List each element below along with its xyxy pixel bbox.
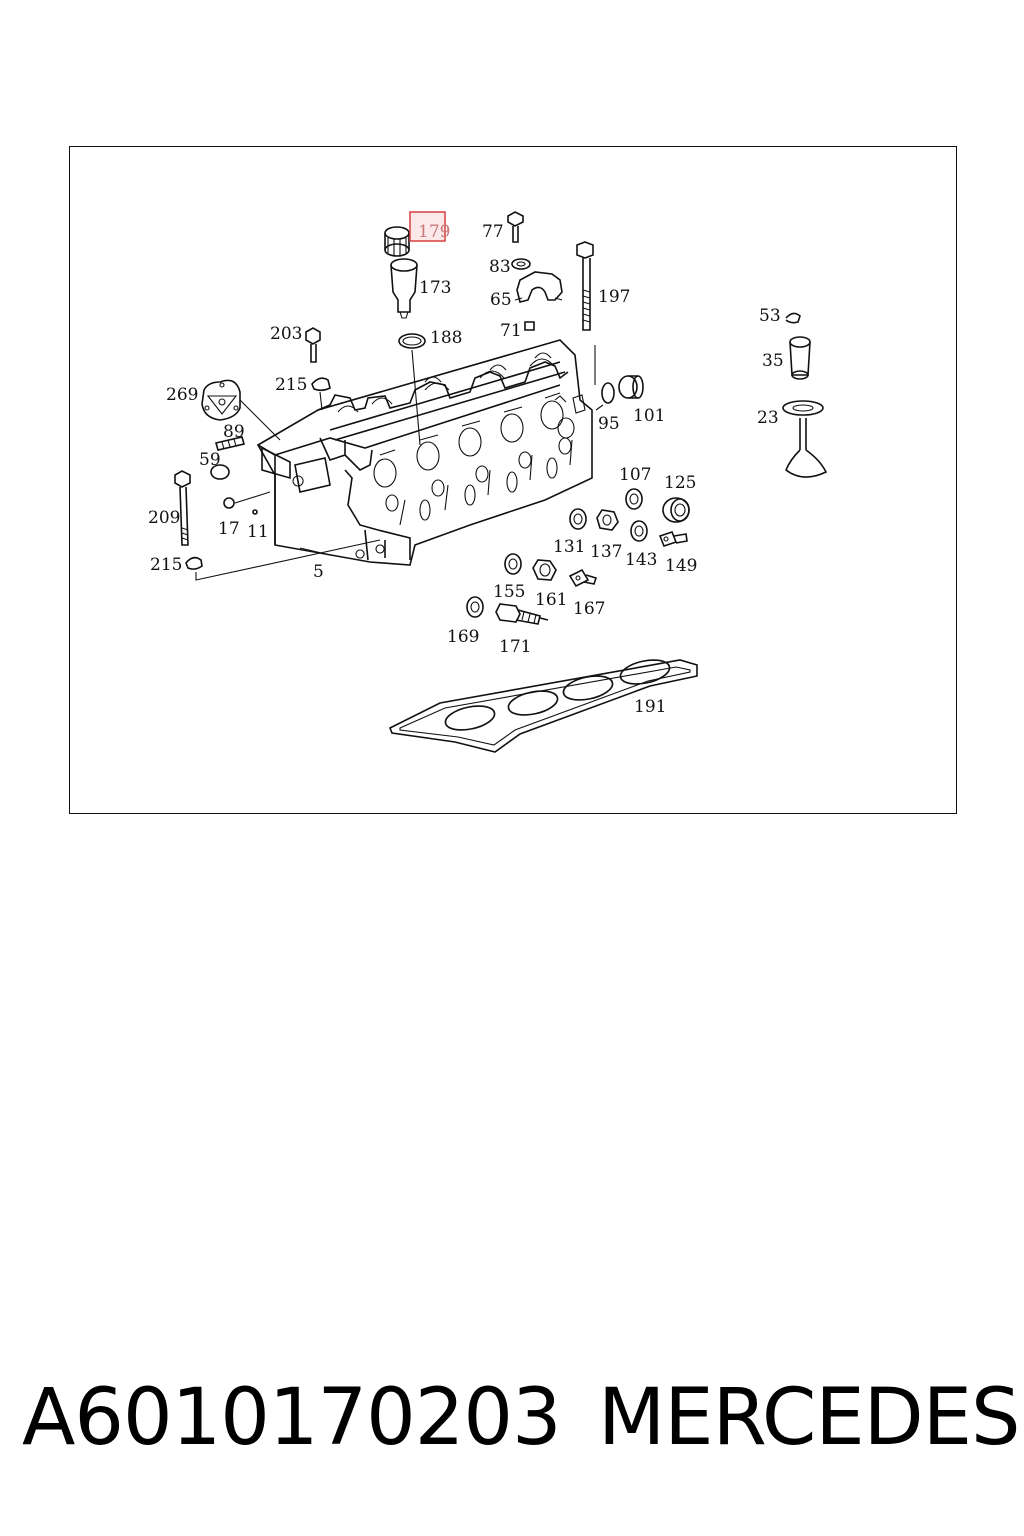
callout-77[interactable]: 77 bbox=[482, 222, 504, 242]
cylinder-head-drawing bbox=[256, 339, 593, 566]
callout-188[interactable]: 188 bbox=[430, 328, 462, 348]
callout-197[interactable]: 197 bbox=[598, 287, 630, 307]
part-155-icon bbox=[504, 553, 522, 575]
highlight-box-179[interactable] bbox=[409, 211, 446, 242]
callout-215-lower[interactable]: 215 bbox=[150, 555, 182, 575]
part-215-lower-icon bbox=[185, 556, 203, 570]
part-number-text: A6010170203 bbox=[22, 1373, 562, 1463]
part-191-head-gasket-icon bbox=[388, 659, 698, 753]
part-188-icon bbox=[398, 333, 426, 349]
callout-173[interactable]: 173 bbox=[419, 278, 451, 298]
callout-107[interactable]: 107 bbox=[619, 465, 651, 485]
part-161-icon bbox=[532, 559, 557, 581]
part-101-icon bbox=[618, 375, 644, 399]
part-203-icon bbox=[305, 327, 321, 363]
part-17-icon bbox=[223, 497, 235, 509]
callout-191[interactable]: 191 bbox=[634, 697, 666, 717]
callout-59[interactable]: 59 bbox=[199, 450, 221, 470]
callout-95[interactable]: 95 bbox=[598, 414, 620, 434]
part-23-icon bbox=[782, 400, 828, 478]
part-71-icon bbox=[524, 321, 535, 331]
small-parts bbox=[174, 211, 828, 753]
callout-131[interactable]: 131 bbox=[553, 537, 585, 557]
callout-137[interactable]: 137 bbox=[590, 542, 622, 562]
part-197-icon bbox=[576, 241, 596, 385]
callout-89[interactable]: 89 bbox=[223, 422, 245, 442]
callout-labels: 179 77 83 173 65 197 71 203 188 53 35 26… bbox=[148, 222, 784, 717]
part-171-icon bbox=[495, 603, 549, 625]
part-89-icon bbox=[214, 436, 246, 451]
part-95-icon bbox=[601, 382, 615, 404]
callout-11[interactable]: 11 bbox=[247, 522, 269, 542]
part-173-icon bbox=[390, 258, 418, 319]
parts-diagram-frame bbox=[69, 146, 957, 814]
part-59-icon bbox=[210, 464, 230, 480]
part-215-upper-icon bbox=[311, 377, 331, 392]
part-179-icon bbox=[384, 226, 410, 257]
callout-167[interactable]: 167 bbox=[573, 599, 605, 619]
callout-215-upper[interactable]: 215 bbox=[275, 375, 307, 395]
callout-155[interactable]: 155 bbox=[493, 582, 525, 602]
callout-203[interactable]: 203 bbox=[270, 324, 302, 344]
part-83-icon bbox=[511, 258, 531, 270]
part-269-icon bbox=[201, 379, 281, 441]
part-137-icon bbox=[596, 509, 619, 531]
callout-71[interactable]: 71 bbox=[500, 321, 522, 341]
part-53-icon bbox=[785, 312, 801, 324]
callout-143[interactable]: 143 bbox=[625, 550, 657, 570]
callout-17[interactable]: 17 bbox=[218, 519, 240, 539]
part-167-icon bbox=[568, 568, 598, 588]
callout-35[interactable]: 35 bbox=[762, 351, 784, 371]
part-35-icon bbox=[789, 336, 811, 380]
part-11-icon bbox=[252, 509, 258, 515]
part-149-icon bbox=[658, 531, 688, 547]
part-131-icon bbox=[569, 508, 587, 530]
callout-209[interactable]: 209 bbox=[148, 508, 180, 528]
callout-83[interactable]: 83 bbox=[489, 257, 511, 277]
part-143-icon bbox=[630, 520, 648, 542]
callout-149[interactable]: 149 bbox=[665, 556, 697, 576]
callout-269[interactable]: 269 bbox=[166, 385, 198, 405]
part-125-icon bbox=[662, 497, 690, 523]
callout-65[interactable]: 65 bbox=[490, 290, 512, 310]
callout-5[interactable]: 5 bbox=[313, 562, 324, 582]
callout-171[interactable]: 171 bbox=[499, 637, 531, 657]
callout-101[interactable]: 101 bbox=[633, 406, 665, 426]
part-77-icon bbox=[507, 211, 524, 243]
brand-text: MERCEDES bbox=[598, 1373, 1020, 1463]
part-107-icon bbox=[625, 488, 643, 510]
callout-169[interactable]: 169 bbox=[447, 627, 479, 647]
callout-23[interactable]: 23 bbox=[757, 408, 779, 428]
part-209-icon bbox=[174, 470, 191, 546]
callout-179[interactable]: 179 bbox=[418, 222, 450, 242]
part-65-icon bbox=[514, 271, 563, 303]
cylinder-head-exploded-diagram: 179 77 83 173 65 197 71 203 188 53 35 26… bbox=[148, 211, 828, 753]
callout-161[interactable]: 161 bbox=[535, 590, 567, 610]
part-169-icon bbox=[466, 596, 484, 618]
callout-53[interactable]: 53 bbox=[759, 306, 781, 326]
callout-125[interactable]: 125 bbox=[664, 473, 696, 493]
